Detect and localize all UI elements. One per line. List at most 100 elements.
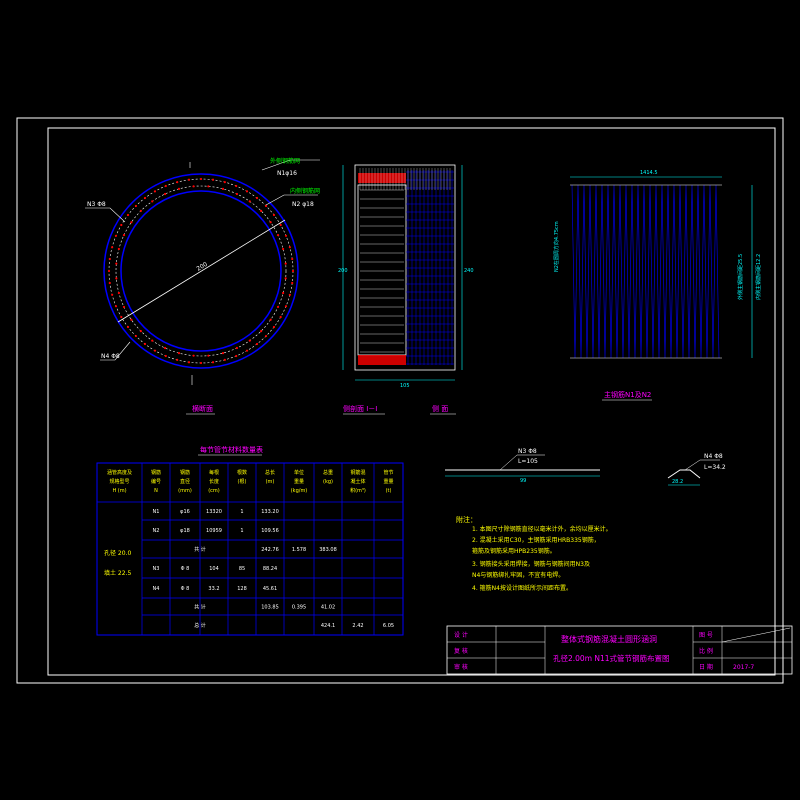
notes: 附注： 1. 本图尺寸除钢筋直径以毫米计外，余均以厘米计。 2. 混凝土采用C3… — [456, 515, 612, 592]
table-header-cell: 钢筋混 — [350, 469, 365, 476]
table-cell: 85 — [239, 566, 245, 572]
rebar-dot-outer — [176, 358, 179, 361]
rebar-dot-inner — [235, 346, 239, 350]
table-header-cell: (m) — [266, 479, 275, 485]
rebar-dot-inner — [260, 330, 263, 333]
inner-frame — [47, 127, 776, 676]
rebar-dot-inner — [139, 209, 142, 212]
rebar-dot-inner — [163, 346, 167, 350]
rebar-dot-inner — [284, 262, 287, 265]
rebar-dot-inner — [177, 352, 181, 355]
table-header-cell: N — [154, 488, 158, 494]
note-5: N4与钢筋绑扎牢固，不宜有电焊。 — [472, 571, 564, 579]
rebar-dot-outer — [134, 334, 138, 338]
tb-label-drawing-no: 图 号 — [699, 632, 713, 639]
label-n1-spec: N1φ16 — [277, 170, 297, 177]
rebar-dot-inner — [269, 221, 272, 224]
main-bar-right-note-1: 外侧主钢筋间距25.5 — [737, 254, 744, 300]
table-cell: Φ 8 — [181, 586, 190, 592]
rebar-dot-inner — [122, 305, 126, 309]
rebar-dot-outer — [114, 234, 118, 237]
rebar-dot-outer — [111, 246, 114, 249]
table-header-cell: 管节 — [383, 469, 393, 476]
height-dim: 200 — [338, 268, 348, 274]
tb-label-scale: 比 例 — [699, 647, 713, 655]
rebar-dot-inner — [163, 192, 167, 196]
table-cell: Φ 8 — [181, 566, 190, 572]
table-cell: 1 — [240, 528, 243, 534]
rebar-dot-outer — [143, 342, 147, 346]
table-cell: 33.2 — [208, 586, 219, 592]
rebar-dot-outer — [211, 361, 215, 364]
label-n1: 外侧钢筋网 — [270, 157, 300, 165]
table-header-cell: (mm) — [178, 488, 192, 494]
rebar-dot-outer — [143, 196, 147, 200]
rebar-dot-outer — [120, 223, 123, 227]
table-cell: φ18 — [180, 528, 190, 534]
table-header-cell: (t) — [386, 488, 392, 494]
table-header-cell: 重量 — [294, 478, 304, 485]
table-header-cell: 直径 — [180, 478, 190, 485]
rebar-dot-outer — [223, 181, 226, 184]
rebar-dot-outer — [291, 269, 295, 273]
main-bar-title: 主钢筋N1及N2 — [604, 390, 651, 399]
label-n2-spec: N2 φ18 — [292, 201, 314, 208]
table-cell: 109.56 — [261, 528, 279, 534]
rebar-dot-inner — [115, 277, 118, 280]
table-cell: 424.1 — [321, 623, 335, 629]
table-cell: 共 计 — [194, 604, 206, 611]
rebar-dot-outer — [199, 361, 203, 365]
rebar-dot-inner — [221, 187, 225, 190]
rebar-dot-outer — [245, 190, 249, 193]
rebar-dot-inner — [130, 318, 133, 321]
notes-heading: 附注： — [456, 515, 477, 524]
rebar-dot-outer — [291, 257, 294, 261]
rebar-dot-outer — [108, 281, 111, 285]
main-bar-left-note: N2在圆周方向4.75cm — [553, 221, 560, 272]
main-bar-top-dim: 1414.5 — [640, 170, 658, 176]
rebar-dot-outer — [264, 204, 268, 208]
table-cell: 13320 — [206, 509, 222, 515]
rebar-dot-inner — [276, 305, 280, 309]
tb-title-2: 孔径2.00m N11式管节钢筋布置图 — [553, 653, 670, 663]
rebar-dot-inner — [192, 354, 195, 357]
rebar-dot-inner — [130, 221, 133, 224]
side-section-title: 侧剖面 I－I — [343, 404, 377, 413]
tb-title-1: 整体式钢筋混凝土圆形涵洞 — [561, 634, 657, 644]
rebar-dot-outer — [164, 184, 167, 188]
elevation-grid — [359, 168, 454, 365]
rebar-dot-outer — [108, 257, 111, 261]
table-cell: φ16 — [180, 509, 190, 515]
rebar-dot-inner — [269, 318, 272, 321]
table-header-cell: H (m) — [112, 488, 126, 494]
bottom-dim: 105 — [400, 383, 410, 389]
n4-detail-label: N4 Φ8 — [704, 453, 723, 460]
table-header-cell: 钢筋 — [151, 469, 161, 476]
tb-label-date: 日 期 — [699, 663, 713, 671]
rebar-dot-inner — [151, 339, 154, 342]
table-cell: N1 — [153, 509, 160, 515]
rebar-dot-inner — [221, 352, 225, 355]
table-cell: 128 — [237, 586, 247, 592]
table-header-cell: 长度 — [209, 478, 219, 485]
rebar-dot-inner — [276, 233, 280, 237]
table-cell: 1.578 — [292, 547, 306, 553]
rebar-dot-outer — [284, 305, 288, 308]
n4-detail-dim: 28.2 — [672, 479, 683, 485]
table-cell: N3 — [153, 566, 160, 572]
n3-detail-label: N3 Φ8 — [518, 448, 537, 455]
table-header-cell: (kg/m) — [291, 488, 308, 494]
rebar-dot-outer — [245, 349, 249, 352]
table-cell: 242.76 — [261, 547, 279, 553]
table-header-cell: (根) — [238, 478, 247, 485]
rebar-dot-outer — [291, 281, 294, 285]
rebar-dots — [107, 177, 295, 365]
title-block: 设 计 复 核 审 核 整体式钢筋混凝土圆形涵洞 孔径2.00m N11式管节钢… — [446, 625, 793, 675]
rebar-dot-inner — [260, 209, 263, 212]
note-6: 4. 箍筋N4按设计图纸所示间距布置。 — [472, 584, 572, 592]
rebar-dot-outer — [288, 293, 291, 296]
table-cell: 总 计 — [194, 622, 206, 629]
table-left-1: 孔径 20.0 — [104, 549, 131, 557]
